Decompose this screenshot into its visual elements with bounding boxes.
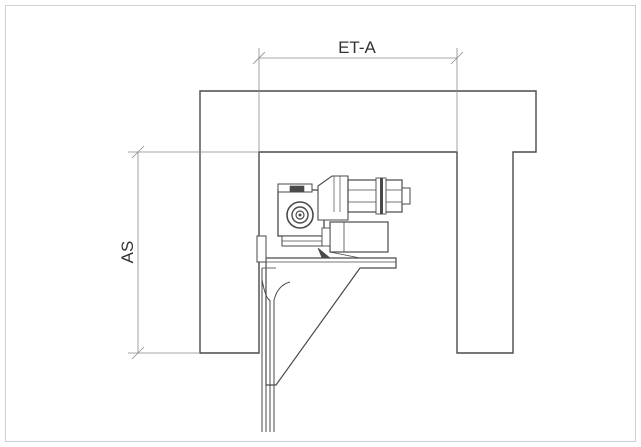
- wall-section-outline: [199, 90, 537, 354]
- image-frame: [5, 5, 636, 442]
- door-curtain: [261, 268, 291, 432]
- dimension-label-top: ET-A: [338, 38, 376, 57]
- gearbox: [277, 183, 331, 259]
- dimension-et-a: ET-A: [252, 38, 464, 152]
- wall-plate: [256, 235, 267, 263]
- motor: [317, 175, 411, 221]
- dimension-as: AS: [118, 145, 259, 360]
- mounting-bracket: [265, 257, 397, 386]
- brake-unit: [321, 221, 389, 259]
- dimension-label-left: AS: [118, 241, 137, 264]
